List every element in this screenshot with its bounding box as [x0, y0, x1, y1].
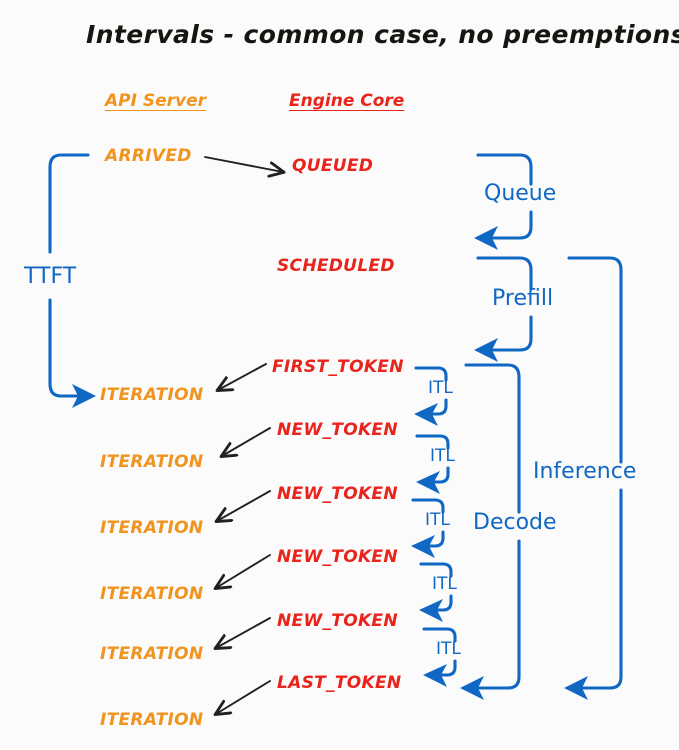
arrow-first-token-to-iteration-1 — [218, 363, 267, 390]
state-first-token: FIRST_TOKEN — [272, 357, 404, 377]
arrow-last-token-to-iteration-6 — [216, 680, 271, 714]
arrowhead-itl-1 — [414, 403, 438, 426]
state-iteration-5: ITERATION — [100, 644, 204, 664]
arrow-new-token-to-iteration-3 — [217, 490, 271, 521]
arrow-new-token-to-iteration-2 — [222, 427, 271, 456]
arrowhead-itl-5 — [423, 664, 447, 687]
state-last-token: LAST_TOKEN — [277, 673, 402, 693]
arrow-new-token-to-iteration-5 — [216, 617, 271, 648]
state-new-token-2: NEW_TOKEN — [277, 484, 398, 504]
interval-label-prefill: Prefill — [492, 286, 554, 311]
interval-label-decode: Decode — [473, 510, 557, 535]
arrowhead-itl-3 — [411, 535, 435, 558]
page-title: Intervals - common case, no preemptions — [86, 20, 679, 49]
interval-label-itl-3: ITL — [425, 510, 450, 530]
state-scheduled: SCHEDULED — [277, 256, 395, 276]
interval-label-itl-1: ITL — [428, 378, 453, 398]
state-iteration-2: ITERATION — [100, 452, 204, 472]
arrow-new-token-to-iteration-4 — [216, 554, 271, 588]
state-new-token-3: NEW_TOKEN — [277, 547, 398, 567]
transition-arrows — [204, 156, 283, 714]
arrowhead-queue — [474, 226, 498, 250]
state-iteration-6: ITERATION — [100, 710, 204, 730]
interval-label-itl-4: ITL — [432, 574, 457, 594]
state-new-token-1: NEW_TOKEN — [277, 420, 398, 440]
arrow-arrived-to-queued — [204, 156, 283, 172]
arrowhead-itl-2 — [416, 471, 440, 494]
interval-label-queue: Queue — [484, 181, 557, 206]
state-arrived: ARRIVED — [105, 146, 192, 166]
state-new-token-4: NEW_TOKEN — [277, 611, 398, 631]
interval-label-ttft: TTFT — [24, 264, 77, 289]
interval-label-itl-2: ITL — [430, 446, 455, 466]
interval-label-itl-5: ITL — [436, 639, 461, 659]
interval-label-inference: Inference — [533, 459, 637, 484]
column-header-engine-core: Engine Core — [289, 91, 405, 111]
state-queued: QUEUED — [292, 156, 374, 176]
state-iteration-1: ITERATION — [100, 385, 204, 405]
arrowhead-decode — [460, 676, 484, 700]
column-header-api-server: API Server — [105, 91, 207, 111]
state-iteration-3: ITERATION — [100, 518, 204, 538]
arrowhead-inference — [564, 676, 588, 700]
arrowhead-ttft — [72, 384, 96, 408]
arrowhead-itl-4 — [419, 599, 443, 622]
arrowhead-prefill — [474, 338, 498, 362]
state-iteration-4: ITERATION — [100, 584, 204, 604]
